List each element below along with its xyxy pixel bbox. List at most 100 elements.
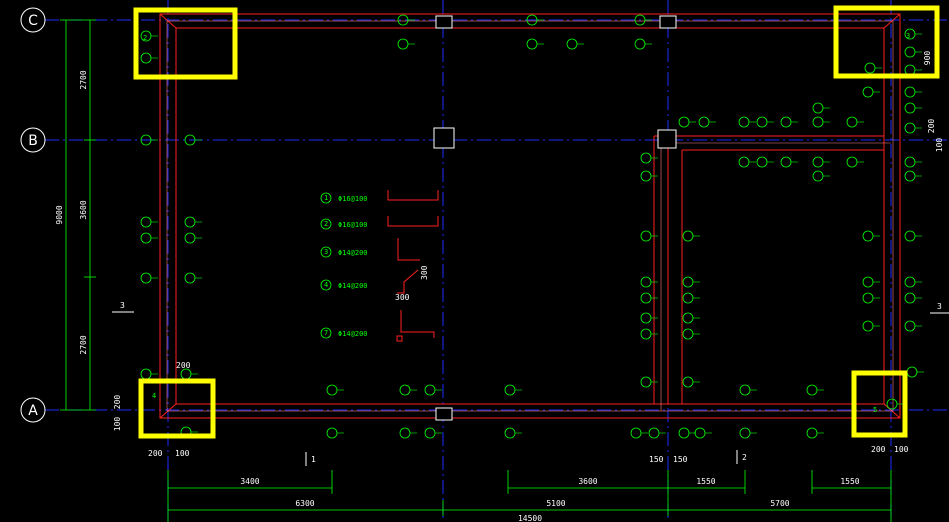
- svg-text:7: 7: [324, 329, 328, 337]
- rebar-tag: [504, 384, 522, 396]
- highlight-top-right[interactable]: [833, 5, 940, 79]
- section-mark-3-left: 3: [112, 301, 134, 313]
- dim-left-total: 9000: [55, 205, 64, 224]
- beam-rebar-lines: [166, 20, 894, 412]
- legend-row-4: 4 Φ14@200 300 300: [320, 265, 429, 302]
- dim-bottom-g: 5700: [770, 499, 789, 508]
- svg-text:Φ16@100: Φ16@100: [338, 195, 368, 203]
- rebar-tag: [140, 134, 158, 146]
- grid-bubble-b: B: [20, 127, 46, 153]
- rebar-legend: 1 Φ16@100 2 Φ16@100 3 Φ14@200 4 Φ14@200 …: [320, 190, 439, 342]
- dim-col-a1: 200: [176, 361, 191, 370]
- dim-bottom-f: 5100: [546, 499, 565, 508]
- grid-bubble-c: C: [20, 7, 46, 33]
- rebar-tag: [682, 230, 700, 242]
- dim-bottom-b: 3600: [578, 477, 597, 486]
- rebar-tag: [640, 152, 658, 164]
- rebar-tag: [738, 156, 756, 168]
- rebar-tag: [526, 38, 544, 50]
- highlight-bottom-right[interactable]: [851, 370, 908, 438]
- rebar-tag: [904, 86, 922, 98]
- rebar-tag: [904, 276, 922, 288]
- dim-left-base1: 200: [113, 395, 122, 410]
- rebar-tag: [682, 312, 700, 324]
- dim-bottom-d: 1550: [840, 477, 859, 486]
- section-mark-1: 1: [305, 452, 316, 466]
- rebar-tag: [780, 156, 798, 168]
- rebar-tag: [140, 52, 158, 64]
- svg-text:1: 1: [311, 455, 316, 464]
- rebar-tag: [640, 376, 658, 388]
- column-b2: [433, 127, 455, 149]
- rebar-tag: [904, 46, 922, 58]
- rebar-tag: [904, 156, 922, 168]
- rebar-tag: [886, 398, 904, 410]
- dim-bottom-w2: 100: [175, 449, 190, 458]
- rebar-tag: [756, 116, 774, 128]
- rebar-tag: [140, 368, 158, 380]
- dim-left-top: 2700: [79, 70, 88, 89]
- legend-row-1: 1 Φ16@100: [320, 190, 439, 204]
- rebar-tag: [862, 230, 880, 242]
- rebar-tag: [846, 156, 864, 168]
- rebar-tag: [184, 232, 202, 244]
- rebar-tag: [904, 28, 922, 40]
- section-mark-2: 2: [736, 450, 747, 464]
- grid-bubble-a: A: [20, 397, 46, 423]
- highlight-bottom-left[interactable]: [138, 378, 216, 439]
- rebar-tag: [682, 328, 700, 340]
- rebar-tag: [634, 14, 652, 26]
- rebar-tag: [904, 170, 922, 182]
- rebar-tag: [640, 292, 658, 304]
- rebar-tag: [694, 427, 712, 439]
- rebar-tag: [184, 216, 202, 228]
- columns: [433, 15, 677, 421]
- dim-bottom-e: 6300: [295, 499, 314, 508]
- svg-text:300: 300: [395, 293, 410, 302]
- rebar-tag: [326, 384, 344, 396]
- dim-right-r2: 200: [927, 119, 936, 134]
- corner-highlights: [133, 5, 940, 439]
- corner-label-tl: 2: [143, 34, 147, 42]
- legend-row-3: 3 Φ14@200: [320, 238, 420, 261]
- rebar-tag: [812, 156, 830, 168]
- rebar-tag: [812, 102, 830, 114]
- highlight-top-left[interactable]: [133, 7, 238, 80]
- column-c3: [659, 15, 677, 29]
- dim-bottom-w4: 150: [673, 455, 688, 464]
- rebar-tag: [140, 272, 158, 284]
- rebar-tag: [739, 384, 757, 396]
- rebar-tag: [140, 30, 158, 42]
- dim-left-bot: 2700: [79, 335, 88, 354]
- rebar-tag: [862, 320, 880, 332]
- rebar-tag: [640, 328, 658, 340]
- rebar-tag-markers: [140, 14, 924, 439]
- svg-text:4: 4: [324, 281, 328, 289]
- svg-text:Φ14@200: Φ14@200: [338, 249, 368, 257]
- legend-row-2: 2 Φ16@100: [320, 216, 439, 230]
- dim-bottom-w5: 200: [871, 445, 886, 454]
- left-dimension-chain: [60, 19, 96, 411]
- corner-label-tr: 3: [906, 32, 910, 40]
- rebar-tag: [397, 14, 415, 26]
- svg-text:C: C: [28, 13, 38, 29]
- rebar-tag: [640, 230, 658, 242]
- rebar-tag: [634, 38, 652, 50]
- svg-text:2: 2: [324, 220, 328, 228]
- rebar-tag: [812, 116, 830, 128]
- rebar-tag: [678, 116, 696, 128]
- rebar-tag: [180, 368, 198, 380]
- rebar-tag: [678, 427, 696, 439]
- dim-bottom-w6: 100: [894, 445, 909, 454]
- rebar-tag: [904, 102, 922, 114]
- dim-bottom-c: 1550: [696, 477, 715, 486]
- legend-row-5: 7 Φ14@200: [320, 310, 435, 342]
- column-b3: [657, 129, 677, 149]
- dim-bottom-w3: 150: [649, 455, 664, 464]
- rebar-tag: [397, 38, 415, 50]
- rebar-tag: [640, 312, 658, 324]
- svg-text:B: B: [28, 133, 38, 149]
- svg-text:Φ16@100: Φ16@100: [338, 221, 368, 229]
- rebar-tag: [906, 366, 924, 378]
